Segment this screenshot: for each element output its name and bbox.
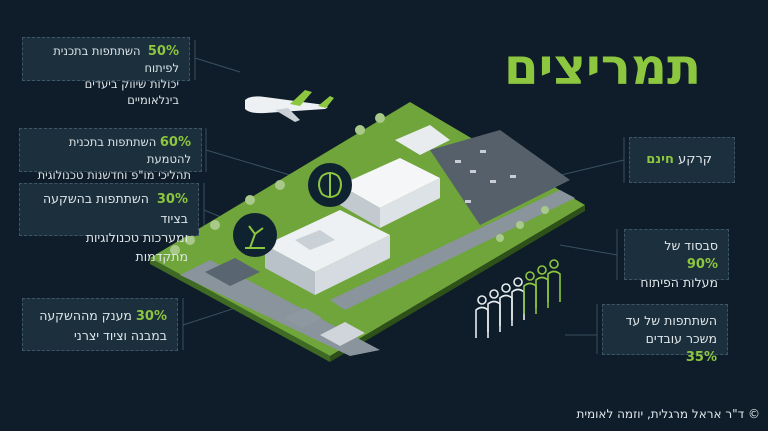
incentive-text: קרקע xyxy=(678,152,712,167)
percent-value: 60% xyxy=(159,135,191,150)
incentive-line2: מעלות הפיתוח xyxy=(640,275,718,290)
airplane-icon xyxy=(245,90,334,122)
percent-value: 50% xyxy=(147,44,179,59)
workers-icon xyxy=(475,259,561,338)
incentive-line1: השתתפות בהשקעה בציוד xyxy=(42,191,188,226)
incentive-box-free-land: קרקע חינם xyxy=(629,137,735,183)
incentive-box-equipment: 30% השתתפות בהשקעה בציוד ומערכות טכנולוג… xyxy=(19,183,199,264)
incentive-line2: במבנה וציוד יצרני xyxy=(74,328,167,343)
robot-arm-icon xyxy=(233,213,277,257)
percent-value: 30% xyxy=(156,192,188,207)
percent-value: 35% xyxy=(685,350,717,365)
highlight-value: חינם xyxy=(646,152,674,167)
incentive-box-wages: השתתפות של עד משכר עובדים 35% xyxy=(602,304,728,365)
incentive-line2: יכולות שיווק ביעדים בינלאומיים xyxy=(84,77,179,107)
incentive-line1: סבסוד של xyxy=(664,238,718,253)
incentive-box-development-subsidy: סבסוד של 90% מעלות הפיתוח xyxy=(624,229,729,290)
percent-value: 30% xyxy=(135,309,167,324)
incentive-box-rnd: 60% השתתפות בתכנית להטמעת תהליכי מו"פ וח… xyxy=(19,128,202,182)
incentive-box-marketing: 50% השתתפות בתכנית לפיתוח יכולות שיווק ב… xyxy=(22,37,190,107)
incentive-line1: השתתפות בתכנית לפיתוח xyxy=(53,44,179,75)
incentive-line2: תהליכי מו"פ וחדשנות טכנולוגית xyxy=(37,168,191,182)
percent-value: 90% xyxy=(686,257,718,272)
incentive-line1: השתתפות בתכנית להטמעת xyxy=(68,135,191,166)
incentive-box-building-grant: 30% מענק מההשקעה במבנה וציוד יצרני xyxy=(22,298,178,351)
incentive-line1: השתתפות של עד xyxy=(625,313,717,328)
page-title: תמריצים xyxy=(503,38,702,96)
incentive-line2: ומערכות טכנולוגיות מתקדמות xyxy=(85,230,188,264)
brain-icon xyxy=(308,163,352,207)
incentive-line2: משכר עובדים xyxy=(645,331,717,346)
copyright-footer: © ד"ר אראל מרגלית, יוזמה לאומית xyxy=(576,407,760,421)
incentive-line1: מענק מההשקעה xyxy=(39,308,132,323)
